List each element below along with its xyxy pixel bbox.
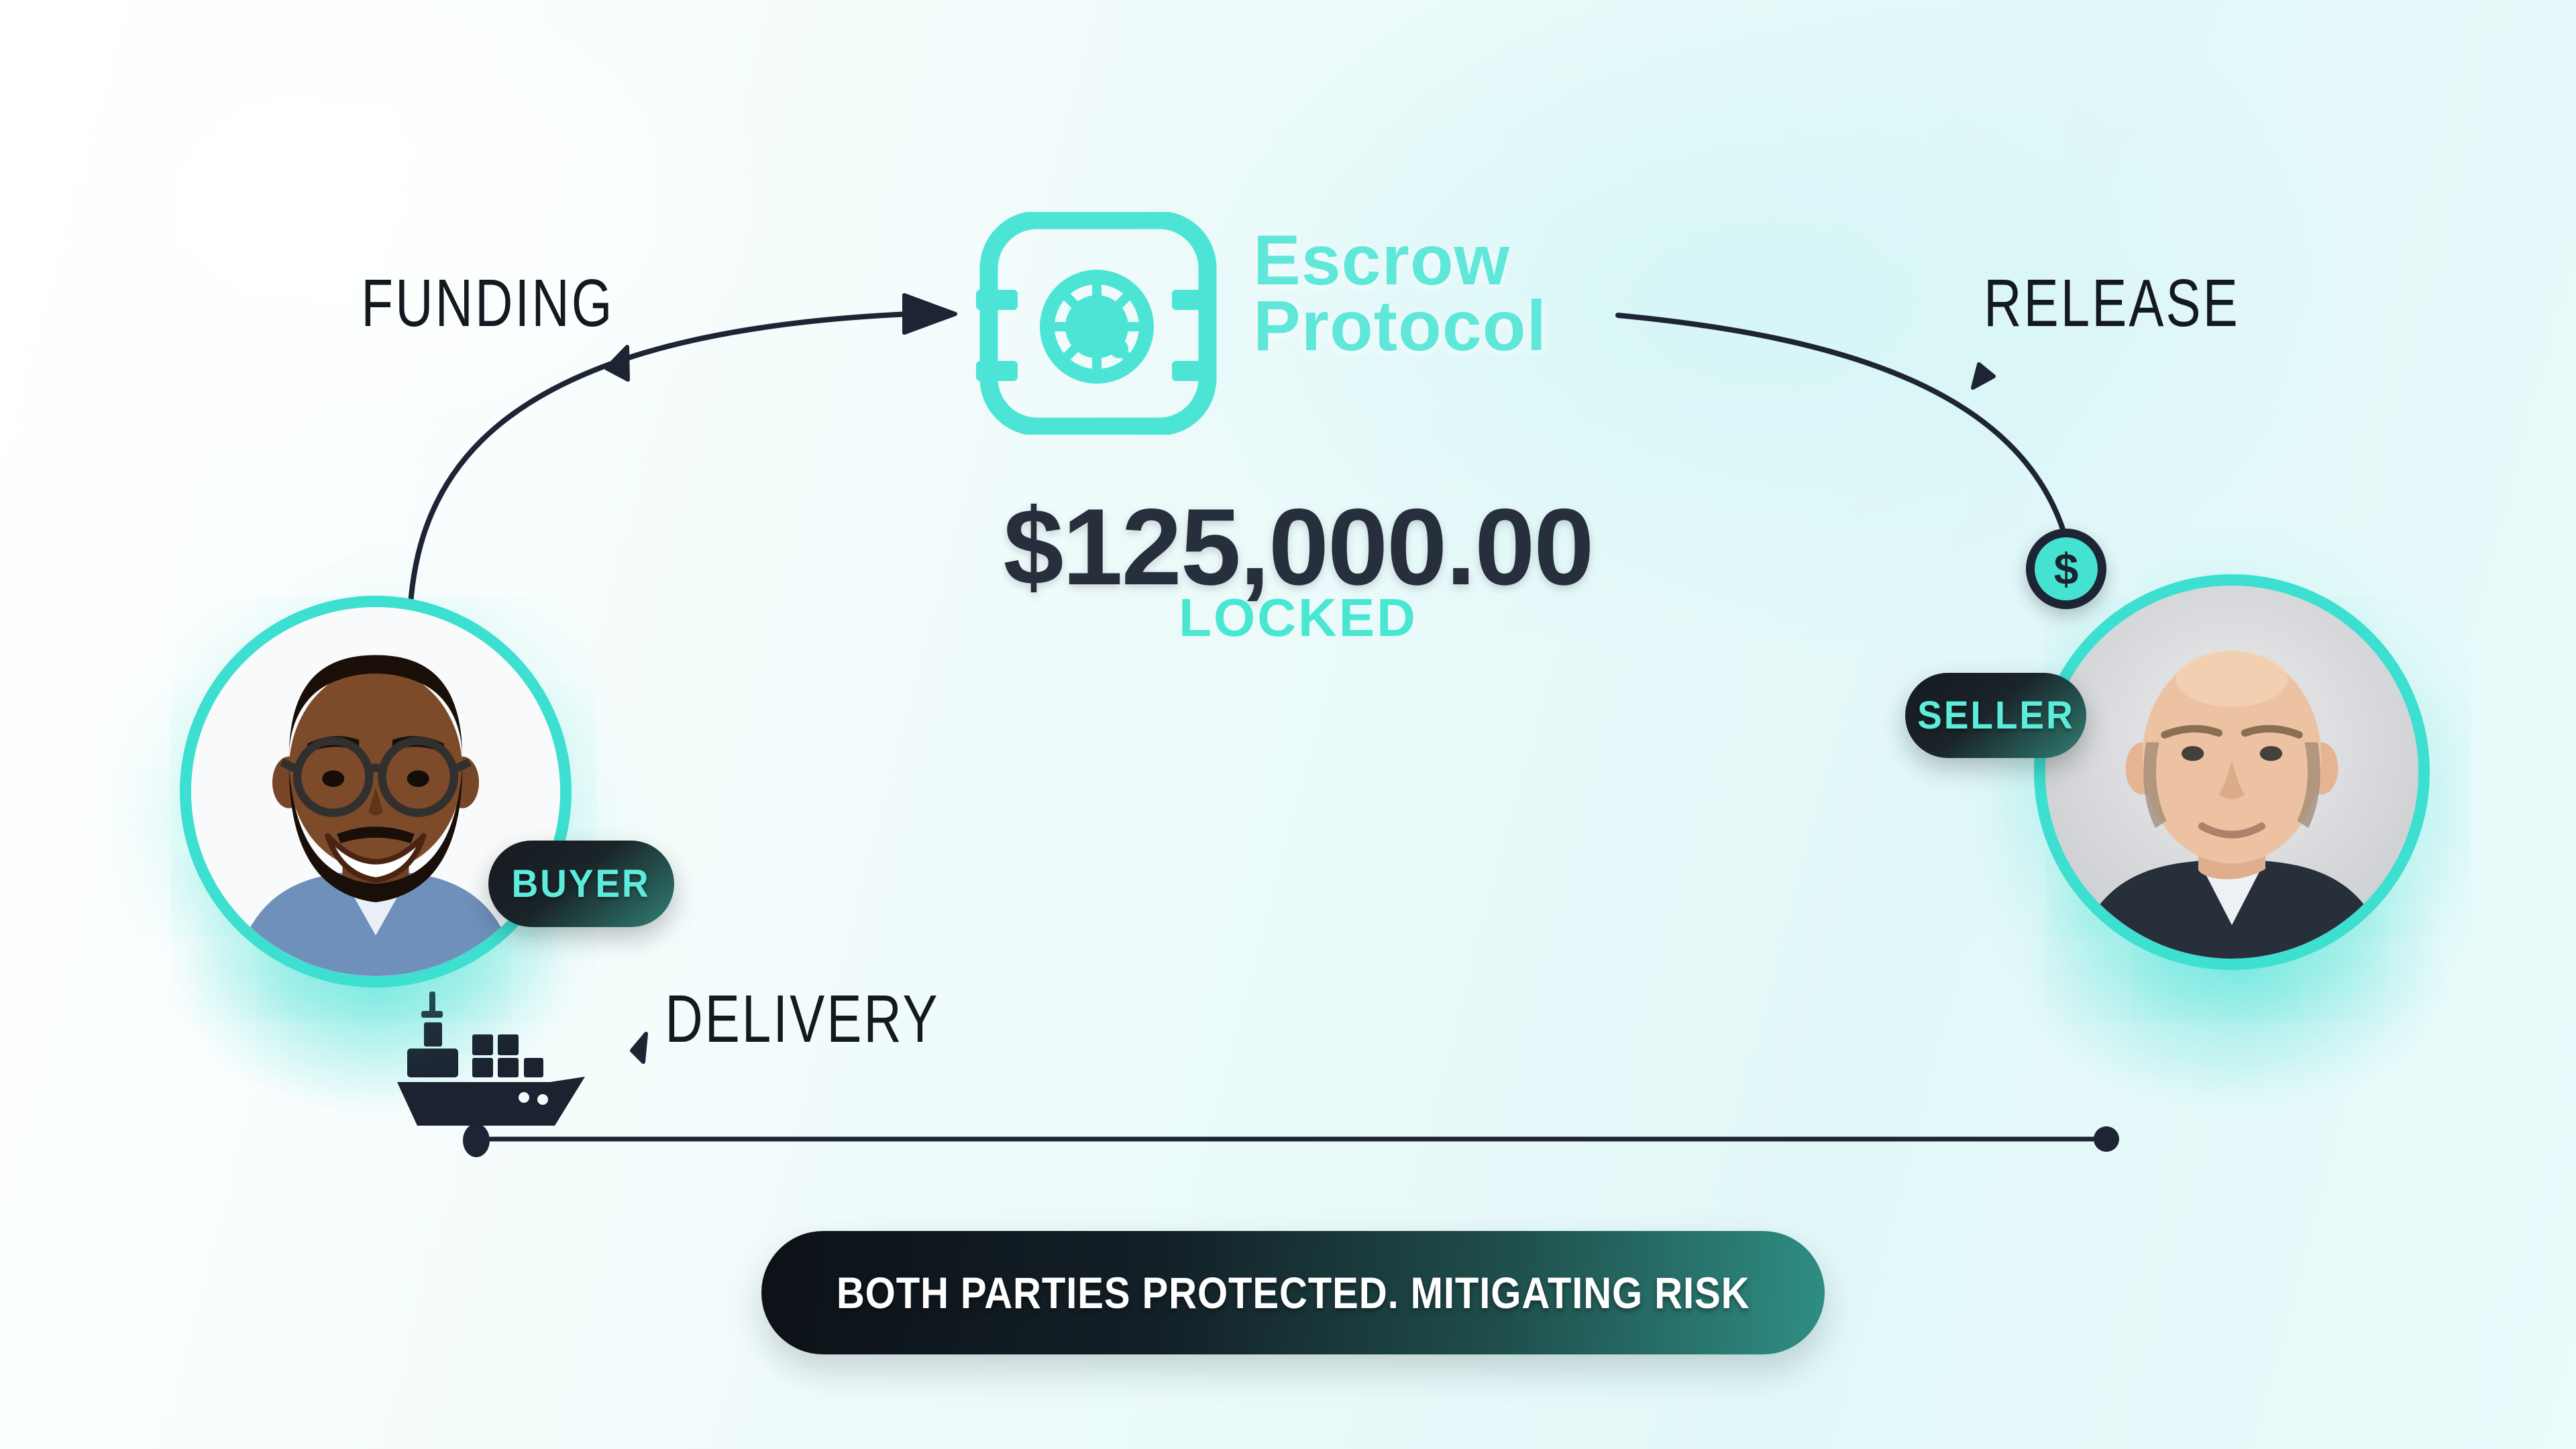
seller-badge: SELLER <box>1905 673 2086 758</box>
brand-line-1: Escrow <box>1253 221 1511 300</box>
protection-banner-text: BOTH PARTIES PROTECTED. MITIGATING RISK <box>836 1268 1750 1318</box>
release-arrow-icon <box>1615 313 2068 538</box>
funding-pointer-icon <box>604 345 630 382</box>
funding-arrow-icon <box>406 293 957 682</box>
delivery-line <box>463 1124 2119 1157</box>
funding-label: FUNDING <box>361 266 614 341</box>
vault-dial <box>1040 270 1154 384</box>
vault-safe-icon <box>976 212 1217 435</box>
brand-line-2: Protocol <box>1253 286 1547 366</box>
buyer-badge: BUYER <box>488 841 674 927</box>
buyer-avatar <box>180 596 572 987</box>
seller-avatar <box>2034 574 2430 970</box>
buyer-badge-label: BUYER <box>511 862 651 906</box>
buyer-portrait <box>191 607 560 976</box>
seller-portrait <box>2045 586 2418 959</box>
dollar-symbol: $ <box>2053 544 2079 594</box>
seller-badge-label: SELLER <box>1917 694 2075 737</box>
brand-title: Escrow Protocol <box>1253 221 1547 366</box>
cargo-ship-icon <box>397 991 585 1126</box>
delivery-pointer-icon <box>630 1032 648 1064</box>
protection-banner: BOTH PARTIES PROTECTED. MITIGATING RISK <box>761 1231 1825 1354</box>
release-label: RELEASE <box>1984 266 2240 341</box>
escrow-status: LOCKED <box>1179 588 1417 647</box>
dollar-coin-icon: $ <box>2026 529 2106 609</box>
delivery-label: DELIVERY <box>665 981 940 1057</box>
release-pointer-icon <box>1971 362 1996 390</box>
